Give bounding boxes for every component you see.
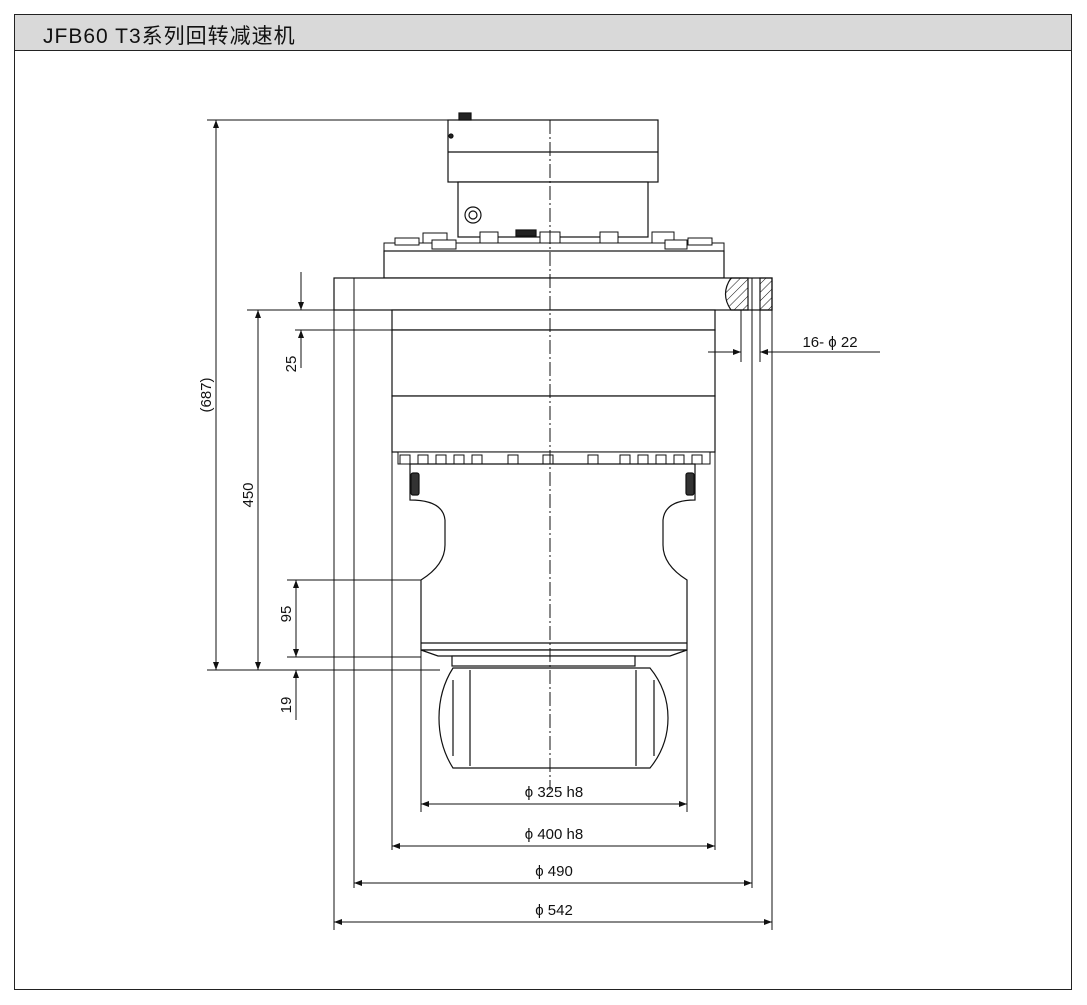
dim-spigot-diameter: ϕ 400 h8 [525,826,583,843]
extension-lines [207,119,773,930]
side-seal-right [685,472,695,496]
dim-pilot-step: 19 [278,697,295,714]
dim-pilot-diameter: ϕ 325 h8 [525,784,583,801]
mounting-flange [333,277,773,311]
dim-bolt-holes: 16- ϕ 22 [802,334,857,351]
dim-flange-outer-diameter: ϕ 542 [535,902,573,919]
drawing-title: JFB60 T3系列回转减速机 [43,25,296,48]
dim-overall-height: (687) [198,377,215,412]
dim-pilot-height: 95 [278,606,295,623]
bottom-bolt-ring [397,451,711,465]
vertical-dims [213,120,304,720]
horizontal-dims [334,349,880,925]
drawing-frame: JFB60 T3系列回转减速机 [14,14,1072,990]
flange-section-hatch [724,277,749,311]
dim-bolt-circle-diameter: ϕ 490 [535,863,573,880]
output-housing [409,463,696,651]
dim-flange-thickness: 25 [283,356,300,373]
top-bolts [383,231,725,252]
title-bar: JFB60 T3系列回转减速机 [15,15,1071,51]
gear-body [391,309,716,453]
pinion-gear [438,667,669,769]
dim-mount-height: 450 [240,482,257,507]
flange-section-hatch-outer [759,277,773,311]
side-seal-left [410,472,420,496]
motor-housing [447,112,659,238]
top-plate [383,250,725,279]
